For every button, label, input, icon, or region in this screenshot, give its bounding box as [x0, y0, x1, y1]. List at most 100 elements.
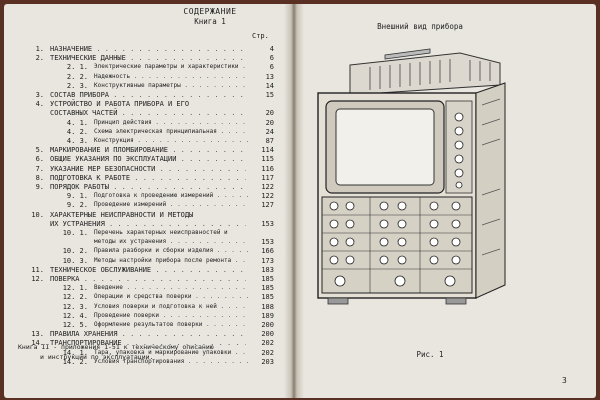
toc-entry-title: Надежность — [94, 72, 248, 82]
toc-entry-page: 114 — [261, 146, 274, 155]
toc-entry-number: 14. 2. — [62, 357, 88, 366]
toc-entry-page: 189 — [261, 311, 274, 320]
toc-entry-continuation: СОСТАВНЫХ ЧАСТЕЙ20 — [0, 108, 289, 118]
toc-entry: 10. 2. Правила разборки и сборки изделия 1… — [0, 246, 289, 256]
toc-entry-title: Методы настройки прибора после ремонта — [94, 256, 248, 266]
toc-entry-title: НАЗНАЧЕНИЕ — [50, 44, 246, 54]
toc-entry-page: 200 — [261, 321, 274, 329]
toc-entry: 7. УКАЗАНИЕ МЕР БЕЗОПАСНОСТИ 116 — [0, 164, 289, 174]
toc-entry-title: Конструктивные параметры — [94, 81, 248, 91]
toc-entry: 8.ПОДГОТОВКА К РАБОТЕ117 — [0, 173, 289, 183]
toc-entry-page: 127 — [261, 201, 274, 210]
toc-entry-number: 4. 3. — [66, 137, 88, 145]
toc-entry-page: 200 — [261, 330, 274, 339]
toc-entry: 4. 2.Схема электрическая принципиальная2… — [0, 127, 289, 137]
toc-entry: 6.ОБЩИЕ УКАЗАНИЯ ПО ЭКСПЛУАТАЦИИ115 — [0, 154, 289, 164]
toc-entry: 1.НАЗНАЧЕНИЕ4 — [0, 44, 289, 54]
toc-entry-title: Оформление результатов поверки — [94, 320, 248, 330]
toc-entry-title-continued: методы их устранения — [94, 237, 248, 247]
toc-entry-page: 15 — [265, 91, 274, 99]
toc-entry: 4. 3.Конструкция87 — [0, 136, 289, 146]
toc-entry-page: 6 — [269, 63, 274, 72]
toc-entry-number: 12. 5. — [62, 321, 88, 329]
toc-entry-number: 12. 3. — [62, 302, 88, 311]
toc-entry: 3.СОСТАВ ПРИБОРА15 — [0, 90, 289, 100]
toc-entry: 2. 2. Надежность 13 — [0, 72, 289, 82]
toc-entry-number: 7. — [35, 164, 44, 173]
toc-entry-title: ПРАВИЛА ХРАНЕНИЯ — [50, 329, 246, 339]
contents-heading: СОДЕРЖАНИЕ — [183, 7, 237, 16]
toc-entry-page: 202 — [261, 348, 274, 357]
toc-entry-number: 10. — [31, 210, 44, 219]
toc-entry-page: 14 — [265, 81, 274, 90]
toc-entry: 2. 1. Электрические параметры и характери… — [0, 62, 289, 72]
toc-entry-page: 115 — [261, 155, 274, 164]
toc-entry-number: 10. 1. — [62, 229, 88, 237]
toc-entry-page: 116 — [261, 164, 274, 173]
toc-entry-number: 9. 2. — [66, 201, 88, 210]
toc-entry: 10. ХАРАКТЕРНЫЕ НЕИСПРАВНОСТИ И МЕТОДЫ — [0, 210, 289, 220]
toc-entry-number: 2. 2. — [66, 72, 88, 81]
toc-entry-page: 122 — [261, 183, 274, 191]
toc-entry: 4.УСТРОЙСТВО И РАБОТА ПРИБОРА И ЕГО — [0, 99, 289, 109]
toc-entry-title: СОСТАВ ПРИБОРА — [50, 90, 246, 100]
toc-entry-page: 188 — [261, 302, 274, 311]
toc-entry-page: 20 — [265, 118, 274, 127]
toc-entry: 11.ТЕХНИЧЕСКОЕ ОБСЛУЖИВАНИЕ183 — [0, 265, 289, 275]
toc-entry-title: ХАРАКТЕРНЫЕ НЕИСПРАВНОСТИ И МЕТОДЫ — [50, 210, 194, 219]
toc-entry-title: Проведение измерений — [94, 200, 248, 210]
toc-entry-title: Тара, упаковка и маркирование упаковки — [94, 348, 248, 358]
toc-entry-title: Перечень характерных неисправностей и — [94, 229, 228, 236]
toc-entry-title: МАРКИРОВАНИЕ И ПЛОМБИРОВАНИЕ — [50, 145, 246, 155]
toc-entry: 14.ТРАНСПОРТИРОВАНИЕ202 — [0, 338, 289, 348]
toc-entry-page: 183 — [261, 265, 274, 274]
toc-entry: 14. 1. Тара, упаковка и маркирование упак… — [0, 348, 289, 358]
toc-entry: 10. 3.Методы настройки прибора после рем… — [0, 256, 289, 266]
toc-entry-page: 166 — [261, 247, 274, 256]
toc-entry: 12. 3. Условия поверки и подготовка к ней… — [0, 302, 289, 312]
toc-entry-page: 203 — [261, 357, 274, 366]
toc-entry-page: 6 — [269, 54, 274, 63]
book-gutter — [284, 4, 304, 398]
toc-entry-number: 4. — [35, 100, 44, 109]
toc-entry-title: УКАЗАНИЕ МЕР БЕЗОПАСНОСТИ — [50, 164, 246, 174]
toc-entry-page: 13 — [265, 72, 274, 81]
toc-entry-title: Правила разборки и сборки изделия — [94, 246, 248, 256]
toc-entry-title: ТРАНСПОРТИРОВАНИЕ — [50, 338, 246, 348]
toc-entry-number: 2. 1. — [66, 63, 88, 72]
page-column-label: Стр. — [252, 32, 269, 40]
toc-entry-number: 12. 2. — [62, 293, 88, 302]
toc-entry-number: 14. — [31, 339, 44, 348]
toc-entry-number: 12. 4. — [62, 311, 88, 320]
toc-entry-title: Конструкция — [94, 136, 248, 146]
toc-entry-page: 117 — [261, 173, 274, 182]
toc-entry-number: 9. 1. — [66, 192, 88, 201]
toc-entry-number: 4. 1. — [66, 118, 88, 127]
toc-entry-title: Введение — [94, 283, 248, 293]
toc-entry-title: ПОВЕРКА — [50, 274, 246, 284]
toc-entry-title: Условия поверки и подготовка к ней — [94, 302, 248, 312]
toc-entry-title: ОБЩИЕ УКАЗАНИЯ ПО ЭКСПЛУАТАЦИИ — [50, 154, 246, 164]
toc-entry-page: 173 — [261, 256, 274, 265]
toc-entry-continuation: ИХ УСТРАНЕНИЯ153 — [0, 219, 289, 229]
toc-entry: 12.ПОВЕРКА185 — [0, 274, 289, 284]
toc-entry-title: Электрические параметры и характеристики — [94, 62, 248, 72]
figure-title: Внешний вид прибора — [377, 22, 463, 31]
toc-entry-number: 5. — [35, 146, 44, 155]
toc-entry: 12. 2.Операции и средства поверки185 — [0, 292, 289, 302]
footnote-line-2: и инструкции по эксплуатации. — [40, 353, 154, 361]
toc-entry-title: Условия транспортирования — [94, 357, 248, 367]
toc-entry: 9.ПОРЯДОК РАБОТЫ122 — [0, 182, 289, 192]
toc-entry: 12. 1.Введение185 — [0, 283, 289, 293]
book-volume-label: Книга 1 — [194, 17, 226, 26]
toc-entry-page: 20 — [265, 109, 274, 118]
toc-entry-number: 14. 1. — [62, 348, 88, 357]
toc-entry-title: ТЕХНИЧЕСКОЕ ОБСЛУЖИВАНИЕ — [50, 265, 246, 275]
toc-entry-number: 1. — [35, 45, 44, 53]
toc-entry-title-continued: ИХ УСТРАНЕНИЯ — [50, 219, 246, 229]
toc-entry-number: 8. — [35, 173, 44, 182]
toc-entry-page: 185 — [261, 293, 274, 302]
toc-entry-number: 10. 2. — [62, 247, 88, 256]
page-number: 3 — [562, 376, 567, 385]
